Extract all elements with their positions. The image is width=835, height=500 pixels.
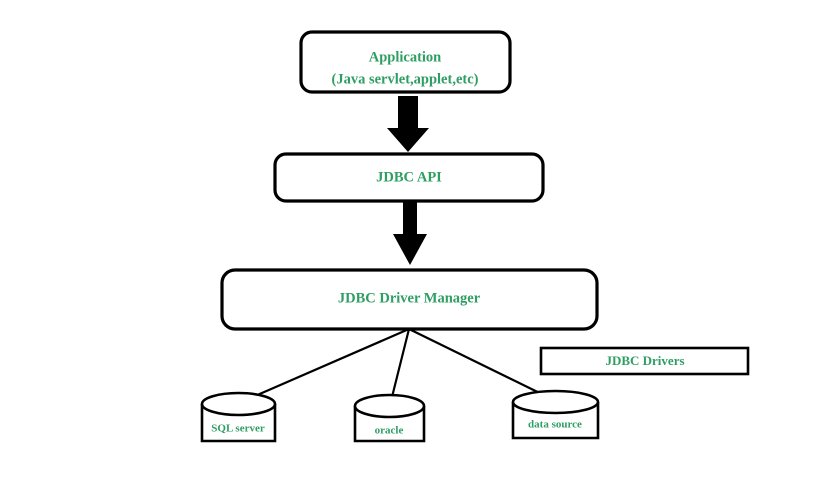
jdbc-api-label: JDBC API xyxy=(376,169,442,185)
data-source-label: data source xyxy=(528,419,582,431)
node-jdbc-driver-manager[interactable]: JDBC Driver Manager xyxy=(220,268,599,331)
node-sql-server[interactable]: SQL server xyxy=(200,391,277,443)
connector-group xyxy=(238,327,557,406)
node-jdbc-api[interactable]: JDBC API xyxy=(273,152,545,203)
jdbc-api-box[interactable] xyxy=(273,152,545,203)
connector-manager-to-sql-server xyxy=(238,327,410,405)
oracle-cylinder-top[interactable] xyxy=(353,393,426,419)
application-label-line2: (Java servlet,applet,etc) xyxy=(332,71,479,87)
sql-server-cylinder-top[interactable] xyxy=(200,391,277,417)
connector-manager-to-data-source xyxy=(408,328,557,402)
application-label-line1: Application xyxy=(369,49,442,65)
arrow-application-to-jdbc-api xyxy=(387,96,429,152)
node-application[interactable]: Application (Java servlet,applet,etc) xyxy=(299,30,512,94)
data-source-cylinder-top[interactable] xyxy=(511,389,600,415)
jdbc-drivers-label: JDBC Drivers xyxy=(605,353,684,368)
node-data-source[interactable]: data source xyxy=(511,389,600,440)
node-jdbc-drivers[interactable]: JDBC Drivers xyxy=(539,346,750,376)
sql-server-label: SQL server xyxy=(211,423,265,435)
jdbc-drivers-box[interactable] xyxy=(539,346,750,376)
jdbc-driver-manager-label: JDBC Driver Manager xyxy=(338,290,481,306)
node-oracle[interactable]: oracle xyxy=(353,393,426,443)
application-box[interactable] xyxy=(299,30,512,94)
oracle-label: oracle xyxy=(375,425,404,437)
arrow-jdbc-api-to-driver-manager xyxy=(393,201,427,265)
connector-manager-to-oracle xyxy=(388,328,411,406)
jdbc-driver-manager-box[interactable] xyxy=(220,268,599,331)
